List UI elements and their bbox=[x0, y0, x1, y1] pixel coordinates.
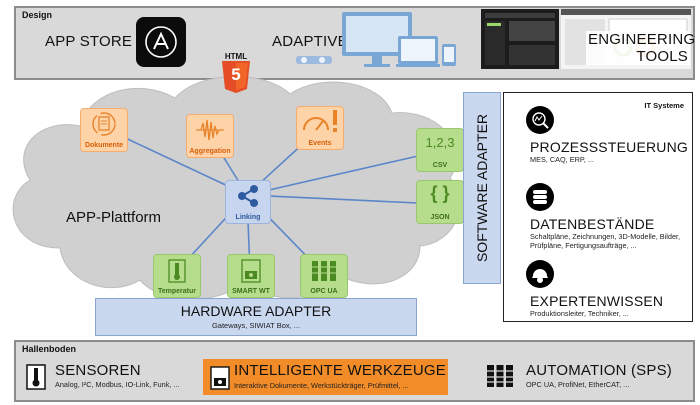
it-expertenwissen-desc: Produktionsleiter, Techniker, ... bbox=[530, 309, 629, 318]
node-smart-wt-label: SMART WT bbox=[232, 288, 270, 295]
sensor-thermometer-icon bbox=[26, 364, 46, 390]
plc-rack-icon bbox=[486, 364, 514, 388]
app-store-label[interactable]: APP STORE bbox=[45, 33, 133, 50]
server-rack-icon bbox=[312, 261, 336, 281]
node-linking[interactable]: Linking bbox=[225, 180, 271, 224]
automation-desc: OPC UA, ProfiNet, EtherCAT, ... bbox=[526, 380, 630, 389]
node-json-label: JSON bbox=[430, 214, 450, 221]
it-datenbestaende-title[interactable]: DATENBESTÄNDE bbox=[530, 216, 655, 232]
node-linking-label: Linking bbox=[235, 214, 261, 221]
node-events-label: Events bbox=[308, 140, 332, 147]
platform-title: APP-Plattform bbox=[66, 209, 162, 226]
it-expertenwissen-title[interactable]: EXPERTENWISSEN bbox=[530, 293, 664, 309]
smart-tool-icon bbox=[241, 259, 261, 283]
node-csv[interactable]: 1,2,3 CSV bbox=[416, 128, 464, 172]
hmi-devices-icon bbox=[292, 10, 470, 72]
node-temperatur[interactable]: Temperatur bbox=[153, 254, 201, 298]
software-adapter-box[interactable]: SOFTWARE ADAPTER bbox=[463, 92, 501, 284]
it-datenbestaende-desc: Schaltpläne, Zeichnungen, 3D-Modelle, Bi… bbox=[530, 232, 681, 250]
shopfloor-section-label: Hallenboden bbox=[22, 344, 77, 354]
node-temperatur-label: Temperatur bbox=[158, 288, 196, 295]
engineering-tools-label[interactable]: ENGINEERING TOOLS bbox=[586, 31, 696, 65]
waveform-icon bbox=[196, 119, 224, 141]
node-opc-ua-label: OPC UA bbox=[310, 288, 338, 295]
process-chart-icon bbox=[526, 106, 554, 134]
thermometer-icon bbox=[168, 259, 186, 283]
werkzeuge-desc: Interaktive Dokumente, Werkstückträger, … bbox=[234, 381, 409, 390]
gauge-alert-icon bbox=[303, 110, 337, 132]
automation-title[interactable]: AUTOMATION (SPS) bbox=[526, 362, 672, 379]
node-dokumente[interactable]: Dokumente bbox=[80, 108, 128, 152]
sensoren-desc: Analog, I²C, Modbus, IO-Link, Funk, ... bbox=[55, 380, 180, 389]
html5-label: HTML bbox=[224, 52, 248, 61]
engineering-label-line1: ENGINEERING bbox=[588, 31, 696, 48]
tools-highlight[interactable] bbox=[203, 359, 448, 395]
smart-tool-icon bbox=[210, 366, 230, 390]
software-adapter-title: SOFTWARE ADAPTER bbox=[474, 113, 490, 263]
node-events[interactable]: Events bbox=[296, 106, 344, 150]
expert-helmet-icon bbox=[526, 260, 554, 288]
node-aggregation[interactable]: Aggregation bbox=[186, 114, 234, 158]
node-aggregation-label: Aggregation bbox=[189, 148, 231, 155]
node-json[interactable]: { } JSON bbox=[416, 180, 464, 224]
csv-icon: 1,2,3 bbox=[425, 135, 455, 150]
it-systems-panel: IT Systeme PROZESSSTEUERUNG MES, CAQ, ER… bbox=[503, 92, 693, 322]
it-prozesssteuerung-title[interactable]: PROZESSSTEUERUNG bbox=[530, 139, 688, 155]
node-opc-ua[interactable]: OPC UA bbox=[300, 254, 348, 298]
node-dokumente-label: Dokumente bbox=[84, 142, 124, 149]
share-nodes-icon bbox=[238, 185, 258, 207]
werkzeuge-title: INTELLIGENTE WERKZEUGE bbox=[234, 362, 446, 379]
html5-badge: HTML 5 bbox=[219, 52, 253, 94]
app-store-icon bbox=[136, 17, 186, 67]
engineering-label-line2: TOOLS bbox=[636, 48, 688, 65]
node-csv-label: CSV bbox=[432, 162, 448, 169]
database-icon bbox=[526, 183, 554, 211]
html5-number: 5 bbox=[231, 65, 241, 84]
it-prozesssteuerung-desc: MES, CAQ, ERP, ... bbox=[530, 155, 594, 164]
hardware-adapter-subtitle: Gateways, SIWIAT Box, ... bbox=[211, 321, 301, 330]
sensoren-title[interactable]: SENSOREN bbox=[55, 362, 141, 379]
json-icon: { } bbox=[430, 183, 450, 203]
hardware-adapter-title: HARDWARE ADAPTER bbox=[180, 303, 332, 319]
hardware-adapter-box[interactable]: HARDWARE ADAPTER Gateways, SIWIAT Box, .… bbox=[95, 298, 417, 336]
document-cycle-icon bbox=[92, 112, 116, 136]
node-smart-wt[interactable]: SMART WT bbox=[227, 254, 275, 298]
design-section-label: Design bbox=[22, 10, 53, 20]
it-systems-label: IT Systeme bbox=[644, 101, 684, 110]
